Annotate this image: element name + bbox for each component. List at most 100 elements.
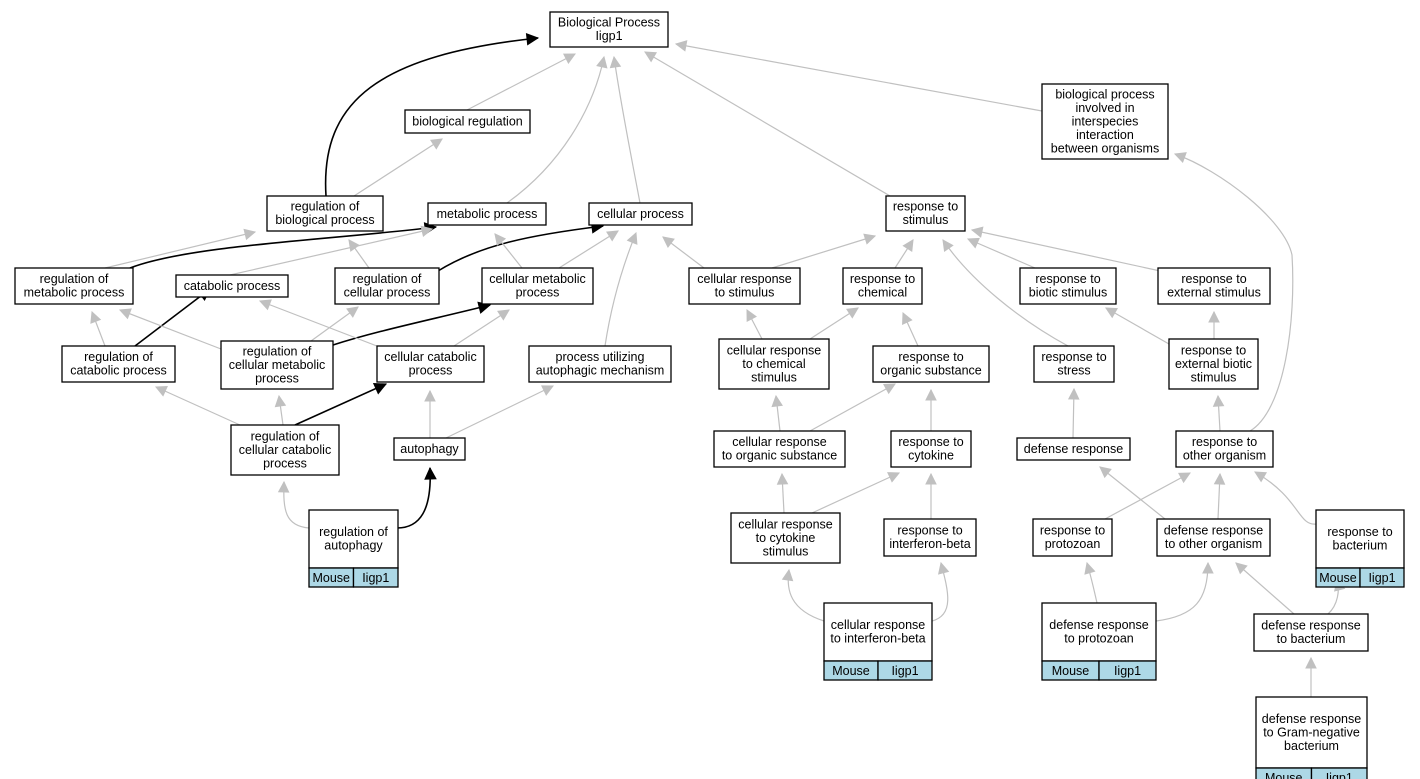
node-metabolic[interactable]: metabolic process (427, 202, 547, 226)
edge-cell_resp_chem-to-cell_resp_stim (746, 309, 763, 340)
edge-reg_cell_catab-to-cell_catab (294, 382, 388, 426)
node-label-line: organic substance (880, 364, 982, 378)
edge-resp_biotic-to-resp_stim (966, 237, 1036, 269)
node-label-line: cellular metabolic (489, 272, 586, 286)
edge-def_gram-to-def_bact (1305, 656, 1317, 697)
node-label-line: stimulus (1191, 370, 1237, 384)
node-label-line: bacterium (1333, 539, 1388, 553)
node-label-line: regulation of (291, 200, 360, 214)
node-autophagy[interactable]: autophagy (393, 437, 466, 461)
node-label-line: to chemical (742, 357, 805, 371)
edge-cell_resp_ifnb-to-cell_resp_cyto (781, 568, 825, 622)
edge-reg_metab-to-reg_bio (104, 228, 257, 269)
edge-resp_chem-to-resp_stim (894, 239, 914, 269)
node-bio-reg[interactable]: biological regulation (404, 109, 531, 134)
annotation-gene: Iigp1 (362, 571, 389, 585)
node-label-line: response to (898, 435, 963, 449)
node-label-line: response to (1035, 272, 1100, 286)
node-label-line: other organism (1183, 449, 1266, 463)
node-label-line: cellular process (597, 207, 684, 221)
node-label-line: stimulus (903, 213, 949, 227)
node-label-line: biological process (1055, 87, 1154, 101)
node-label-line: cellular response (831, 618, 926, 632)
edge-def_bact-to-def_other (1235, 562, 1295, 615)
node-label-line: between organisms (1051, 141, 1159, 155)
edge-def_other-to-resp_other (1213, 472, 1226, 520)
node-label-line: response to (1040, 524, 1105, 538)
edge-reg_cell_metab-to-reg_metab (118, 308, 222, 350)
edge-cell_resp_org-to-resp_org (809, 383, 896, 432)
edge-def_protozoan-to-def_other (1155, 561, 1214, 622)
node-label-line: regulation of (251, 429, 320, 443)
node-defense[interactable]: defense response (1016, 437, 1131, 461)
node-label-line: process (263, 456, 307, 470)
node-label-line: interspecies (1072, 114, 1139, 128)
edge-reg_bio-to-bio_reg (353, 138, 443, 197)
node-label-line: cellular catabolic (384, 350, 476, 364)
edge-resp_other-to-interspecies (1173, 152, 1294, 432)
node-label-line: involved in (1075, 101, 1134, 115)
node-label-line: to Gram-negative (1263, 725, 1360, 739)
node-label-line: protozoan (1045, 537, 1101, 551)
node-label-line: defense response (1024, 442, 1123, 456)
edge-def_other-to-defense (1099, 466, 1166, 520)
node-label-line: stress (1057, 364, 1090, 378)
edge-cell_resp_org-to-cell_resp_chem (771, 394, 783, 432)
node-label-line: to bacterium (1277, 632, 1346, 646)
node-label-line: response to (893, 200, 958, 214)
edge-cell_metab-to-metabolic (494, 233, 523, 269)
node-label-line: interaction (1076, 128, 1134, 142)
edge-resp_ext_biotic-to-resp_biotic (1105, 307, 1170, 345)
node-cellular[interactable]: cellular process (588, 202, 693, 226)
edge-cell_catab-to-catabolic (258, 299, 383, 349)
edge-cellular-to-root (609, 55, 641, 204)
node-label-line: external stimulus (1167, 286, 1261, 300)
node-label-line: defense response (1164, 524, 1263, 538)
edge-reg_catab-to-reg_metab (90, 310, 106, 347)
annotation-gene: Iigp1 (1326, 771, 1353, 779)
node-label-line: regulation of (243, 344, 312, 358)
edge-catabolic-to-metabolic (229, 225, 434, 276)
node-catabolic[interactable]: catabolic process (175, 274, 289, 298)
